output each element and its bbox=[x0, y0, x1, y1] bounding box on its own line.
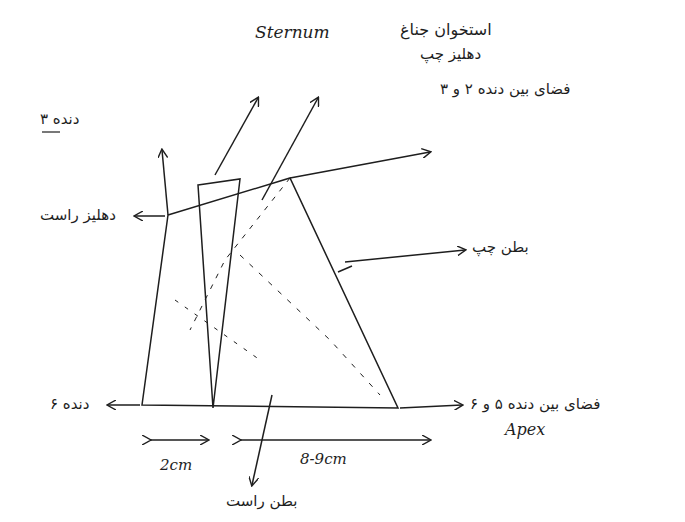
title-latin: Sternum bbox=[255, 22, 330, 42]
dashed-line bbox=[240, 255, 380, 395]
leader-arrow bbox=[262, 98, 318, 200]
part-label: بطن چپ bbox=[472, 238, 529, 256]
part-label: بطن راست bbox=[226, 492, 297, 510]
heart-outline bbox=[142, 178, 398, 408]
rib-label: دنده ۳ bbox=[40, 110, 79, 128]
part-label: فضای بین دنده ۵ و ۶ bbox=[470, 395, 600, 413]
leader-arrow bbox=[290, 152, 430, 178]
leader-arrow bbox=[400, 405, 462, 408]
tick-mark bbox=[338, 266, 352, 272]
part-label: فضای بین دنده ۲ و ۳ bbox=[440, 80, 570, 98]
part-label: دهلیز راست bbox=[40, 206, 116, 224]
rib-label: دنده ۶ bbox=[50, 395, 89, 413]
dashed-line bbox=[175, 300, 260, 360]
title-persian: استخوان جناغ bbox=[400, 20, 492, 39]
dimension-arrow bbox=[240, 439, 430, 441]
dimension-arrow bbox=[150, 439, 208, 441]
leader-arrow bbox=[345, 250, 465, 262]
leader-arrow bbox=[108, 404, 140, 406]
dimension-label: 2cm bbox=[160, 456, 192, 474]
dimension-label: 8-9cm bbox=[300, 450, 347, 468]
part-label: Apex bbox=[505, 420, 545, 439]
dashed-line bbox=[190, 178, 290, 330]
leader-arrow bbox=[162, 150, 168, 215]
underline bbox=[42, 131, 60, 132]
part-label: دهلیز چپ bbox=[420, 45, 481, 63]
sternum-shape bbox=[198, 179, 240, 408]
leader-arrow bbox=[135, 215, 165, 217]
leader-arrow bbox=[215, 98, 258, 175]
